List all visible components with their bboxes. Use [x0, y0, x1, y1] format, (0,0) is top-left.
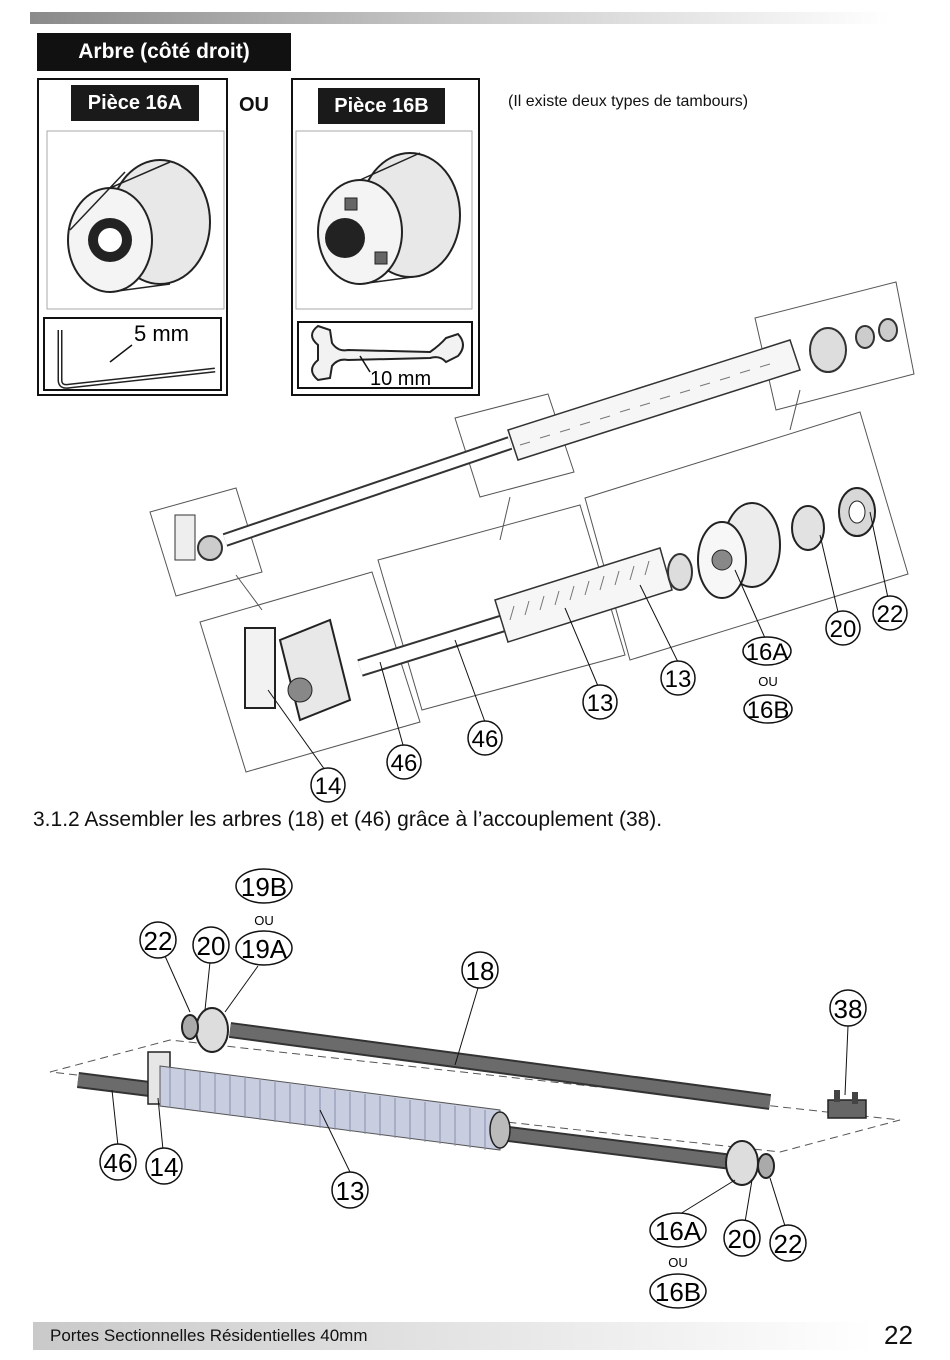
spring-13 — [160, 1066, 500, 1150]
callout-46a-text: 46 — [472, 726, 499, 753]
drum-16a-icon — [68, 160, 210, 292]
callout-16b-text: 16B — [747, 697, 790, 724]
footer-title: Portes Sectionnelles Résidentielles 40mm — [50, 1326, 368, 1346]
callout-13a-text: 13 — [665, 666, 692, 693]
callout-20-top-text: 20 — [197, 931, 226, 961]
callout-16a-2-text: 16A — [655, 1216, 702, 1246]
or-small-1: OU — [758, 674, 778, 689]
callout-46b-text: 46 — [391, 750, 418, 777]
callout-20-text: 20 — [830, 616, 857, 643]
assembled-shaft-diagram — [50, 956, 900, 1226]
coupling-38 — [828, 1090, 866, 1118]
callout-19a-text: 19A — [241, 934, 288, 964]
tool-10mm-label: 10 mm — [370, 368, 431, 390]
or-small-3: OU — [668, 1255, 688, 1270]
callout-22-text: 22 — [877, 601, 904, 628]
or-small-2: OU — [254, 913, 274, 928]
callout-46-text: 46 — [104, 1148, 133, 1178]
callout-14-text: 14 — [315, 773, 342, 800]
callout-38-text: 38 — [834, 994, 863, 1024]
callout-22-bottom-text: 22 — [774, 1229, 803, 1259]
top-spring — [508, 340, 800, 460]
tool-5mm-label: 5 mm — [134, 321, 189, 346]
callout-14-text: 14 — [150, 1152, 179, 1182]
callout-18-text: 18 — [466, 956, 495, 986]
callout-16b-2-text: 16B — [655, 1277, 701, 1307]
callout-16a-text: 16A — [746, 639, 789, 666]
page-number: 22 — [884, 1320, 913, 1351]
callout-19b-text: 19B — [241, 872, 287, 902]
exploded-shaft-diagram — [150, 282, 914, 772]
callout-13b-text: 13 — [587, 690, 614, 717]
instruction-text: 3.1.2 Assembler les arbres (18) et (46) … — [33, 808, 662, 832]
drum-16b-icon — [318, 153, 460, 284]
callout-22-top-text: 22 — [144, 926, 173, 956]
callouts-diagram-1: 22 20 16A OU 16B 13 13 46 46 14 — [311, 596, 907, 802]
callout-20-bottom-text: 20 — [728, 1224, 757, 1254]
callout-13-text: 13 — [336, 1176, 365, 1206]
